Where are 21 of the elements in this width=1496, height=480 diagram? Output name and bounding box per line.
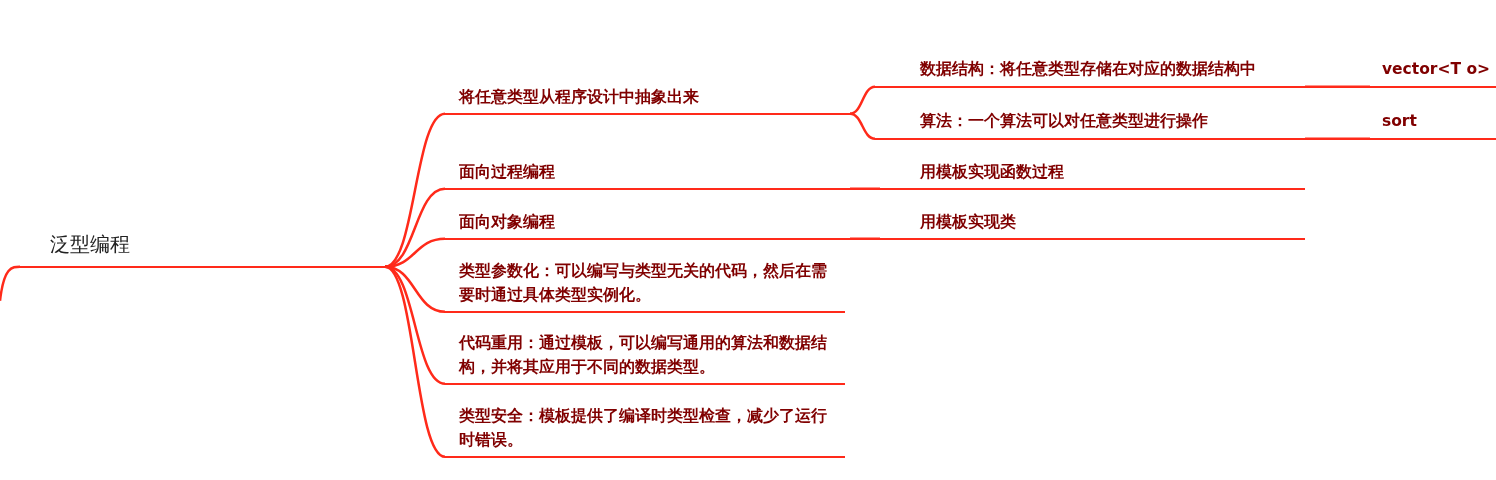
topic-text: sort [1382, 111, 1417, 132]
topic-text: 泛型编程 [50, 232, 130, 256]
topic-text: 用模板实现类 [920, 211, 1016, 233]
topic-text: 算法：一个算法可以对任意类型进行操作 [920, 111, 1208, 132]
branch-line [850, 237, 880, 240]
branch-line [849, 85, 876, 115]
branch-line [384, 237, 446, 268]
branch-line [1305, 85, 1370, 88]
topic-text: 类型安全：模板提供了编译时类型检查，减少了运行时错误。 [459, 406, 828, 451]
topic-text: 将任意类型从程序设计中抽象出来 [459, 86, 699, 108]
branch-line [849, 112, 876, 140]
branch-line [384, 265, 446, 458]
branch-line [1305, 137, 1370, 140]
topic-text: 代码重用：通过模板，可以编写通用的算法和数据结构，并将其应用于不同的数据类型。 [459, 333, 828, 378]
topic-text: 数据结构：将任意类型存储在对应的数据结构中 [920, 59, 1256, 80]
topic-text: 面向对象编程 [459, 211, 555, 233]
topic-text: 类型参数化：可以编写与类型无关的代码，然后在需要时通过具体类型实例化。 [459, 261, 828, 306]
branch-line [850, 187, 880, 190]
topic-text: 面向过程编程 [459, 161, 555, 183]
topic-text: 用模板实现函数过程 [920, 161, 1064, 183]
topic-text: vector<T o> [1382, 59, 1491, 80]
